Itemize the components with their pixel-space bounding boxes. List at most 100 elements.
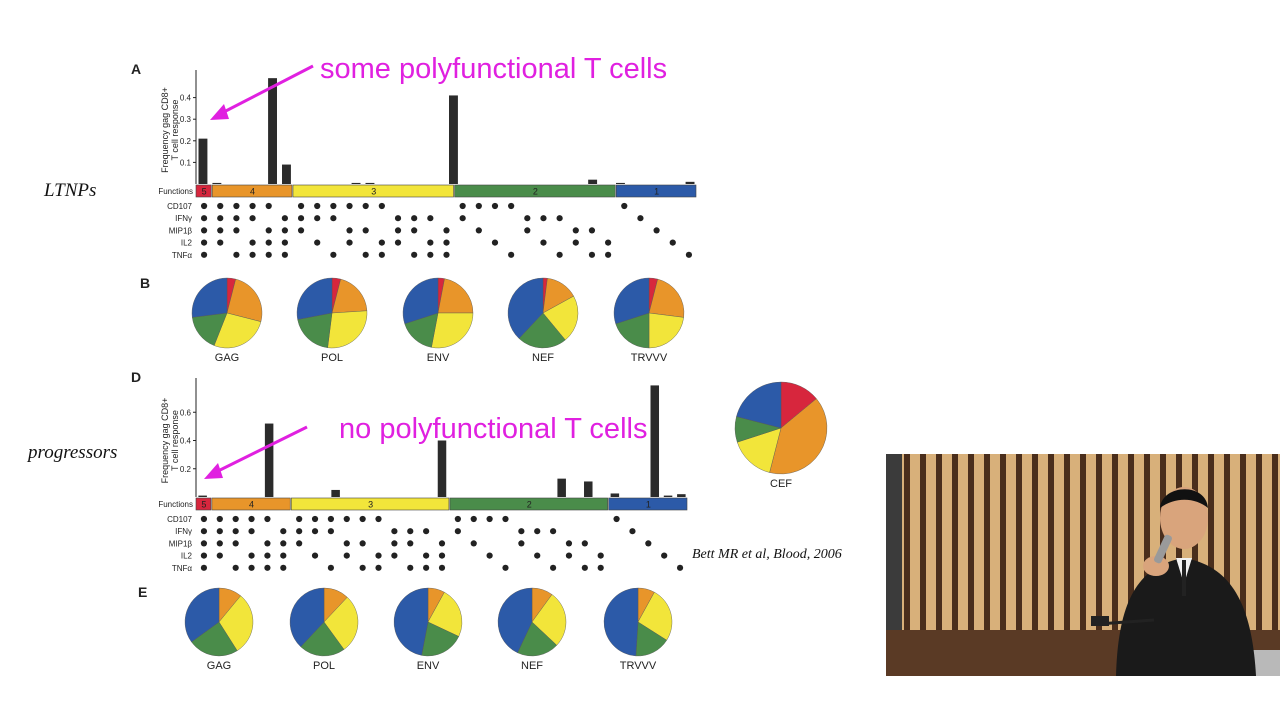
function-dot [411,251,418,258]
pie-slice [184,587,220,643]
function-dot [581,540,588,547]
function-dot [540,215,547,222]
function-group-label: 4 [250,187,255,197]
bar [264,423,274,497]
y-tick-label: 0.4 [180,94,192,103]
pie-label: ENV [427,352,450,364]
function-dot [549,564,557,571]
citation: Bett MR et al, Blood, 2006 [692,547,842,562]
marker-label: TNFα [172,564,193,573]
pie-slice [289,587,325,648]
function-dot [314,215,321,222]
function-dot [249,202,256,210]
function-dot [391,540,398,547]
function-dot [264,552,271,559]
function-dot [394,227,402,234]
function-dot [280,552,287,559]
function-dot [629,528,636,535]
function-dot [411,227,418,234]
function-dot [200,552,208,559]
function-dot [362,251,369,258]
wall-slat [1144,454,1150,632]
function-group-band [211,184,293,198]
function-dot [297,215,305,222]
functions-row-title: Functions [158,187,193,196]
pie-label: NEF [532,352,554,364]
function-dot [248,515,255,523]
pie-label: TRVVV [631,352,668,364]
annotation-bottom: no polyfunctional T cells [339,413,647,445]
wall-slat [1224,454,1230,632]
bar [437,440,447,497]
pie-label: NEF [521,660,543,672]
pie-slice [518,312,566,349]
function-dot [359,515,366,523]
pie-slice [603,587,639,657]
function-dot [524,215,531,222]
wall-slat [1128,454,1134,632]
function-dot [346,227,353,234]
annotation-arrow-top [217,64,314,117]
function-dot [540,239,547,246]
function-dot [343,552,350,559]
speaker-video-frame [886,454,1280,676]
function-dot [581,564,588,571]
function-dot [653,227,660,234]
y-tick-label: 0.6 [180,408,192,417]
function-dot [407,528,414,535]
function-dot [233,215,240,222]
function-dot [475,202,482,210]
function-dot [597,552,604,559]
function-dot [407,564,414,571]
annotation-arrowhead-top [210,104,229,120]
function-dot [200,528,208,535]
function-group-label: 3 [371,187,376,197]
function-dot [470,540,477,547]
function-dot [200,251,208,258]
function-dot [216,552,223,559]
bar [685,181,695,184]
function-dot [565,552,573,559]
y-axis-label: Frequency gag CD8+T cell response [160,87,180,173]
marker-label: MIP1β [169,539,193,548]
function-dot [297,227,305,234]
marker-label: CD107 [167,202,192,211]
y-tick-label: 0.4 [180,437,192,446]
function-dot [200,540,208,547]
function-dot [327,564,335,571]
function-dot [281,215,288,222]
function-dot [280,528,287,535]
panel-letter: E [138,584,147,600]
function-dot [200,239,208,246]
pie-slice [393,587,429,656]
function-dot [232,528,239,535]
function-dot [280,540,287,547]
function-dot [524,227,531,234]
bar [663,495,673,497]
function-dot [394,239,402,246]
function-dot [588,251,596,258]
pie-slice [613,277,650,325]
y-tick-label: 0.3 [180,115,192,124]
function-dot [572,239,579,246]
function-group-band [608,497,688,511]
bar [677,494,686,497]
function-dot [572,227,579,234]
function-dot [217,215,224,222]
pie-label: ENV [417,660,440,672]
pie-label: TRVVV [620,660,657,672]
pie-slice [327,310,368,349]
function-group-label: 5 [201,500,206,510]
pie-label: GAG [215,352,239,364]
function-dot [217,202,224,210]
function-dot [486,515,493,523]
bar [198,495,207,497]
function-dot [669,239,676,246]
y-tick-label: 0.2 [180,465,192,474]
cef-pie-label: CEF [770,478,792,490]
bar [557,478,566,497]
function-dot [343,515,350,523]
marker-label: IFNγ [175,527,192,536]
function-group-label: 2 [527,500,532,510]
marker-label: IFNγ [175,214,192,223]
